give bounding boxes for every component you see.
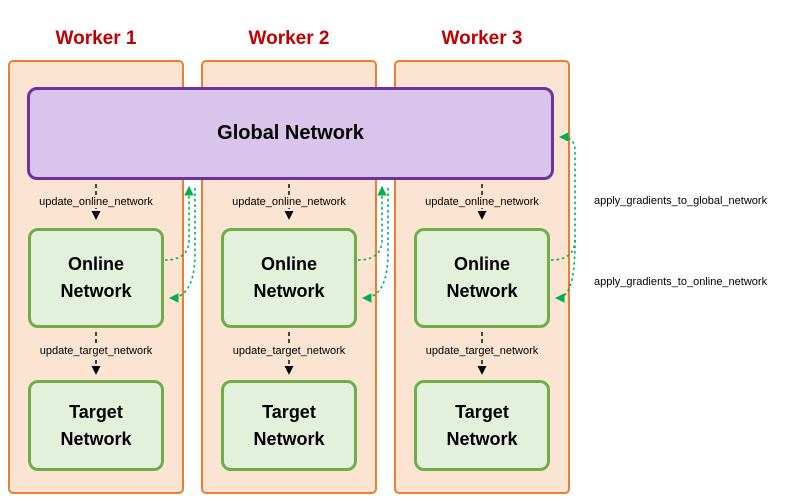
update-online-label-w2: update_online_network	[230, 196, 348, 208]
update-online-label-w3: update_online_network	[423, 196, 541, 208]
apply-gradients-global-label: apply_gradients_to_global_network	[594, 195, 768, 207]
online-network-node-w3: Online Network	[414, 228, 550, 328]
global-network-node: Global Network	[27, 87, 554, 180]
apply-gradients-online-label: apply_gradients_to_online_network	[594, 276, 768, 288]
online-network-node-w2: Online Network	[221, 228, 357, 328]
online-network-node-w1: Online Network	[28, 228, 164, 328]
target-network-node-w3: Target Network	[414, 380, 550, 471]
worker-3-title: Worker 3	[441, 28, 523, 49]
worker-2-title: Worker 2	[248, 28, 330, 49]
target-network-node-w2: Target Network	[221, 380, 357, 471]
worker-1-title: Worker 1	[55, 28, 137, 49]
update-target-label-w1: update_target_network	[37, 345, 155, 357]
update-online-label-w1: update_online_network	[37, 196, 155, 208]
target-network-node-w1: Target Network	[28, 380, 164, 471]
update-target-label-w2: update_target_network	[230, 345, 348, 357]
update-target-label-w3: update_target_network	[423, 345, 541, 357]
